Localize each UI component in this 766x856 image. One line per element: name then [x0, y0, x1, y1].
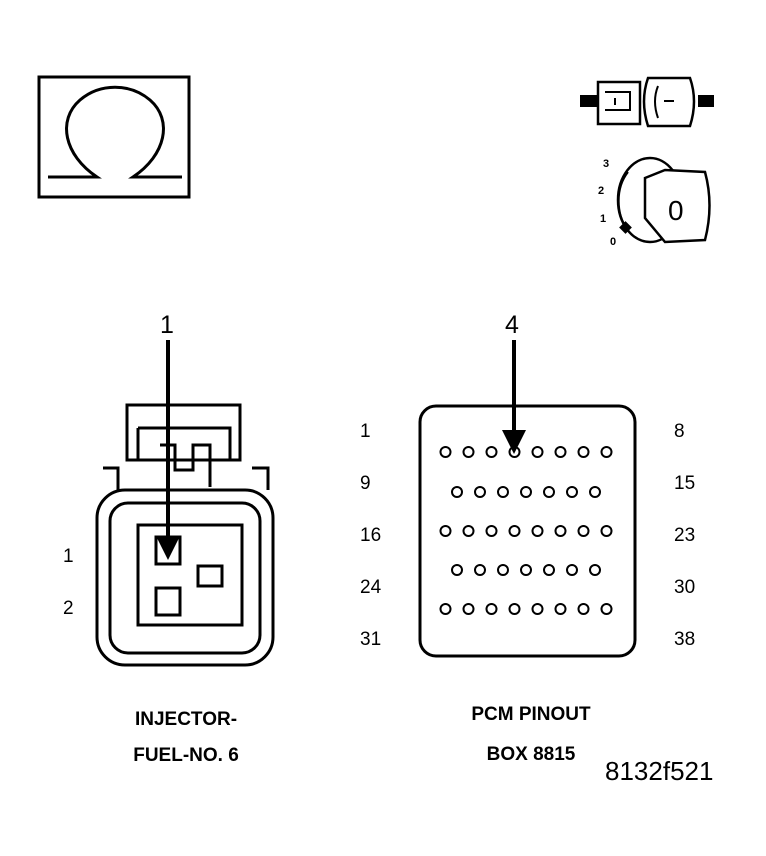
injector-pin-label-1: 1: [63, 546, 74, 567]
pcm-caption-line2: BOX 8815: [487, 744, 576, 765]
ignition-position-2: 2: [598, 185, 604, 197]
pcm-pin: [462, 525, 475, 537]
pcm-pin: [462, 603, 475, 615]
pcm-pin: [531, 446, 544, 458]
pcm-callout-number: 4: [505, 311, 519, 339]
injector-caption-line2: FUEL-NO. 6: [133, 745, 239, 766]
pcm-pin: [508, 603, 521, 615]
pcm-pin: [462, 446, 475, 458]
injector-connector: [95, 340, 275, 667]
pcm-pin: [474, 486, 486, 498]
pcm-pin: [439, 525, 452, 537]
ignition-position-1: 1: [600, 213, 606, 225]
pcm-pin: [600, 446, 613, 458]
key-position-label: 0: [668, 195, 684, 226]
pcm-pin: [543, 564, 555, 576]
pcm-pin: [439, 603, 452, 615]
pcm-pin: [600, 525, 613, 537]
pcm-pin: [566, 486, 578, 498]
ignition-position-3: 3: [603, 158, 609, 170]
pcm-pin: [520, 486, 532, 498]
pcm-pin: [554, 446, 567, 458]
pcm-pin: [485, 603, 498, 615]
pcm-pin: [554, 525, 567, 537]
figure-id: 8132f521: [605, 756, 713, 786]
injector-pin-label-2: 2: [63, 598, 74, 619]
pcm-pin-grid: [439, 446, 613, 615]
ignition-position-0: 0: [610, 236, 616, 248]
pcm-left-label-16: 16: [360, 525, 381, 546]
pcm-pin: [497, 486, 509, 498]
pcm-pin: [589, 486, 601, 498]
pcm-pin: [577, 446, 590, 458]
pcm-pin: [566, 564, 578, 576]
pcm-pin: [497, 564, 509, 576]
pcm-connector: [418, 340, 637, 658]
injector-pin-2: [154, 586, 182, 617]
pcm-pin: [485, 446, 498, 458]
pcm-right-label-15: 15: [674, 473, 695, 494]
pcm-pin: [577, 603, 590, 615]
pcm-right-label-30: 30: [674, 577, 695, 598]
pcm-pin: [554, 603, 567, 615]
pcm-left-label-1: 1: [360, 421, 371, 442]
pcm-pin: [474, 564, 486, 576]
injector-caption-line1: INJECTOR-: [135, 709, 237, 730]
pcm-left-label-24: 24: [360, 577, 382, 598]
pcm-right-label-8: 8: [674, 421, 685, 442]
pcm-pin: [508, 446, 521, 458]
pcm-pin: [439, 446, 452, 458]
pcm-caption-line1: PCM PINOUT: [471, 704, 591, 725]
pcm-left-label-31: 31: [360, 629, 381, 650]
pcm-left-label-9: 9: [360, 473, 371, 494]
pcm-pin: [600, 603, 613, 615]
pcm-pin: [589, 564, 601, 576]
pcm-pin: [531, 525, 544, 537]
ohmmeter-symbol: [37, 75, 191, 199]
pcm-pin: [485, 525, 498, 537]
pcm-pin: [531, 603, 544, 615]
pcm-pin: [451, 564, 463, 576]
pcm-right-label-23: 23: [674, 525, 695, 546]
ignition-key-icon: 3 2 1 0 0: [598, 156, 711, 248]
pcm-pin: [543, 486, 555, 498]
injector-pin-cavity: [196, 564, 224, 588]
injector-callout-number: 1: [160, 311, 174, 339]
pcm-pin: [577, 525, 590, 537]
pcm-pin: [451, 486, 463, 498]
pcm-right-label-38: 38: [674, 629, 695, 650]
omega-icon: [48, 85, 182, 179]
pcm-pin: [520, 564, 532, 576]
disconnect-connector-icon: [580, 76, 714, 128]
pcm-pin: [508, 525, 521, 537]
